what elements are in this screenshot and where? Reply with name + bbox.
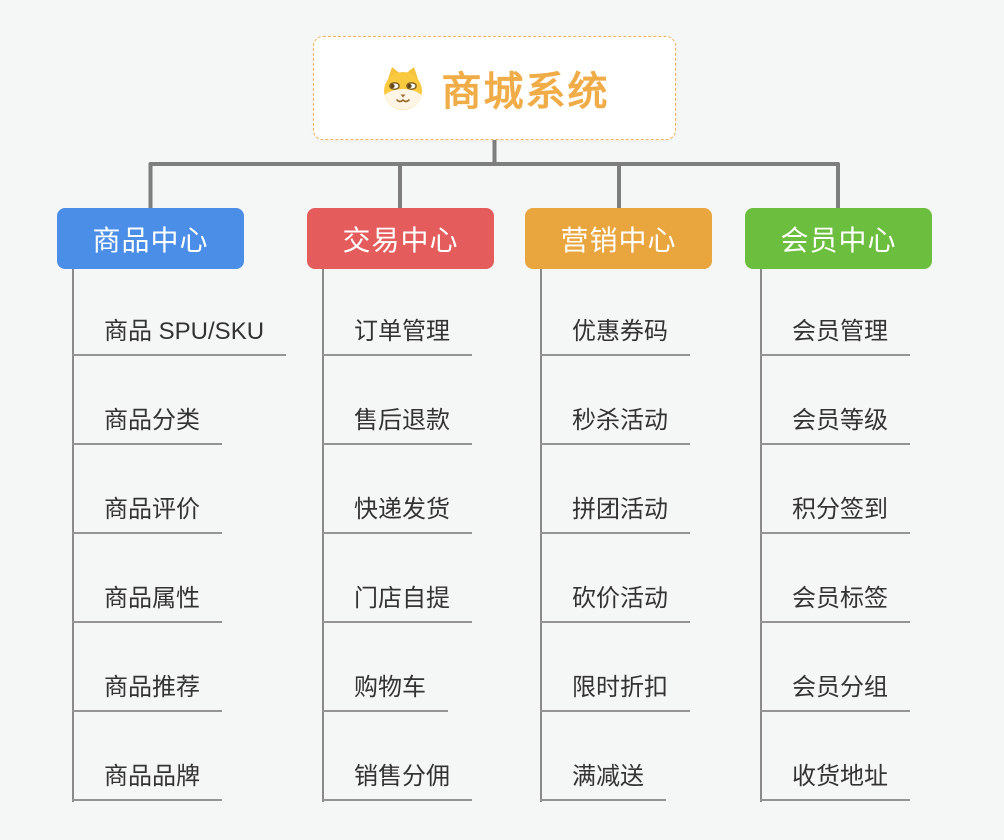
branch-trunk-line: [72, 269, 74, 802]
leaf-node[interactable]: 限时折扣: [540, 674, 690, 712]
leaf-node[interactable]: 积分签到: [760, 496, 910, 534]
leaf-node[interactable]: 会员等级: [760, 407, 910, 445]
branch-trunk-line: [760, 269, 762, 802]
leaf-node[interactable]: 会员分组: [760, 674, 910, 712]
leaf-node[interactable]: 砍价活动: [540, 585, 690, 623]
leaf-node[interactable]: 商品品牌: [72, 763, 222, 801]
root-title: 商城系统: [441, 70, 610, 114]
leaf-node[interactable]: 优惠券码: [540, 318, 690, 356]
leaf-node[interactable]: 秒杀活动: [540, 407, 690, 445]
branch-header-member[interactable]: 会员中心: [745, 208, 932, 269]
branch-product-center: 商品中心 商品 SPU/SKU 商品分类 商品评价 商品属性 商品推荐 商品品牌: [57, 208, 287, 808]
leaf-node[interactable]: 商品属性: [72, 585, 222, 623]
branch-header-product[interactable]: 商品中心: [57, 208, 244, 269]
leaf-node[interactable]: 会员管理: [760, 318, 910, 356]
branch-member-center: 会员中心 会员管理 会员等级 积分签到 会员标签 会员分组 收货地址: [745, 208, 933, 808]
branch-header-trade[interactable]: 交易中心: [307, 208, 494, 269]
leaf-node[interactable]: 拼团活动: [540, 496, 690, 534]
leaf-node[interactable]: 购物车: [322, 674, 448, 712]
branch-trade-center: 交易中心 订单管理 售后退款 快递发货 门店自提 购物车 销售分佣: [307, 208, 495, 808]
root-node[interactable]: 商城系统: [313, 36, 676, 140]
branch-trunk-line: [540, 269, 542, 802]
leaf-node[interactable]: 商品分类: [72, 407, 222, 445]
leaf-node[interactable]: 快递发货: [322, 496, 472, 534]
shiba-dog-icon: [383, 67, 422, 110]
leaf-node[interactable]: 订单管理: [322, 318, 472, 356]
leaf-node[interactable]: 商品推荐: [72, 674, 222, 712]
leaf-node[interactable]: 商品评价: [72, 496, 222, 534]
leaf-node[interactable]: 销售分佣: [322, 763, 472, 801]
leaf-node[interactable]: 收货地址: [760, 763, 910, 801]
bus-line: [148, 162, 840, 208]
branch-header-marketing[interactable]: 营销中心: [525, 208, 712, 269]
leaf-node[interactable]: 满减送: [540, 763, 666, 801]
branch-marketing-center: 营销中心 优惠券码 秒杀活动 拼团活动 砍价活动 限时折扣 满减送: [525, 208, 713, 808]
leaf-node[interactable]: 会员标签: [760, 585, 910, 623]
leaf-node[interactable]: 门店自提: [322, 585, 472, 623]
leaf-node[interactable]: 商品 SPU/SKU: [72, 318, 287, 356]
branch-trunk-line: [322, 269, 324, 802]
leaf-node[interactable]: 售后退款: [322, 407, 472, 445]
